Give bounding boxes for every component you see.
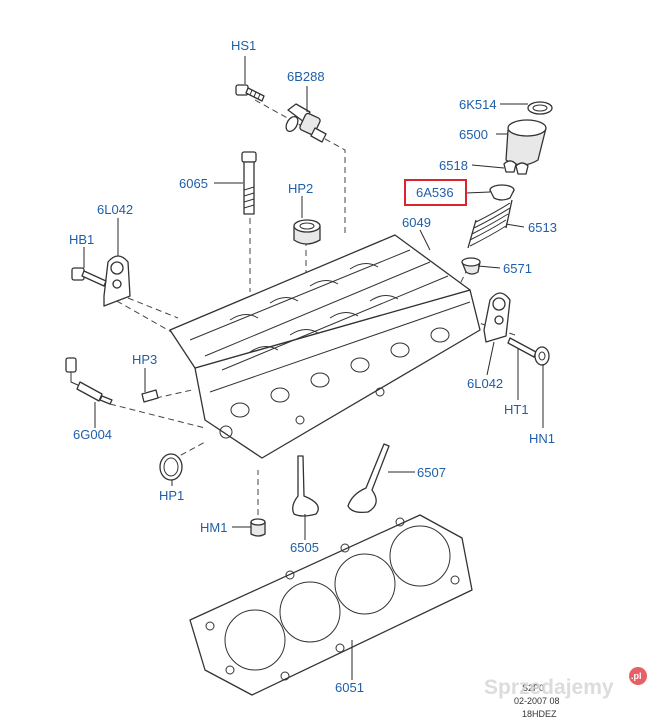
leader-lines: [83, 56, 544, 680]
label-hb1: HB1: [69, 232, 94, 247]
label-ht1: HT1: [504, 402, 529, 417]
part-6505-intake-valve: [292, 455, 319, 517]
label-hp3: HP3: [132, 352, 157, 367]
label-6l042-right: 6L042: [467, 376, 503, 391]
part-hp2-plug: [293, 219, 321, 245]
label-hm1: HM1: [200, 520, 227, 535]
part-6049-cylinder-head: [169, 234, 481, 459]
part-6l042-right-bracket: [483, 292, 511, 343]
part-6l042-left-bracket: [103, 255, 131, 307]
part-hn1-nut: [534, 346, 550, 366]
label-6505: 6505: [290, 540, 319, 555]
part-ht1-stud: [507, 337, 537, 358]
part-hb1-bolt: [71, 267, 107, 287]
watermark-text: Sprzedajemy: [484, 676, 614, 699]
label-6507: 6507: [417, 465, 446, 480]
label-6051: 6051: [335, 680, 364, 695]
part-6g004-sensor: [65, 357, 113, 405]
label-6518: 6518: [439, 158, 468, 173]
part-6065-head-bolt: [241, 151, 257, 215]
part-6a536-retainer: [489, 184, 515, 201]
watermark: Sprzedajemy .pl: [484, 667, 647, 699]
watermark-badge: .pl: [631, 671, 642, 681]
watermark-badge-icon: [629, 667, 647, 685]
diagram-reference-code: S2P0 02-2007 08 18HDEZ: [514, 683, 560, 719]
label-hp1: HP1: [159, 488, 184, 503]
label-6571: 6571: [503, 261, 532, 276]
part-hp3-plug: [141, 389, 159, 403]
reference-line-3: 18HDEZ: [522, 709, 557, 719]
reference-line-2: 02-2007 08: [514, 696, 560, 706]
part-6513-spring: [467, 199, 513, 249]
label-6500: 6500: [459, 127, 488, 142]
label-6049: 6049: [402, 215, 431, 230]
part-hm1-dowel: [250, 518, 266, 537]
label-6l042-left: 6L042: [97, 202, 133, 217]
part-6b288-sensor: [285, 103, 327, 143]
part-6507-exhaust-valve: [347, 443, 390, 514]
label-6b288: 6B288: [287, 69, 325, 84]
reference-line-1: S2P0: [522, 683, 544, 693]
part-6571-stem-seal: [461, 257, 481, 275]
part-6518-keepers: [503, 160, 529, 175]
part-hs1-bolt: [235, 84, 265, 102]
label-hn1: HN1: [529, 431, 555, 446]
label-6k514: 6K514: [459, 97, 497, 112]
label-6a536: 6A536: [416, 185, 454, 200]
label-6513: 6513: [528, 220, 557, 235]
highlight-box: [404, 179, 467, 206]
part-6051-head-gasket: [189, 514, 473, 696]
part-6500-tappet: [505, 119, 547, 166]
part-6k514-seal: [527, 101, 553, 115]
part-hp1-seal-ring: [159, 453, 183, 481]
label-hp2: HP2: [288, 181, 313, 196]
label-6065: 6065: [179, 176, 208, 191]
label-6g004: 6G004: [73, 427, 112, 442]
label-hs1: HS1: [231, 38, 256, 53]
part-labels: HS1 6B288 6065 HP2 6L042 HB1 HP3 6G004 H…: [69, 38, 557, 695]
